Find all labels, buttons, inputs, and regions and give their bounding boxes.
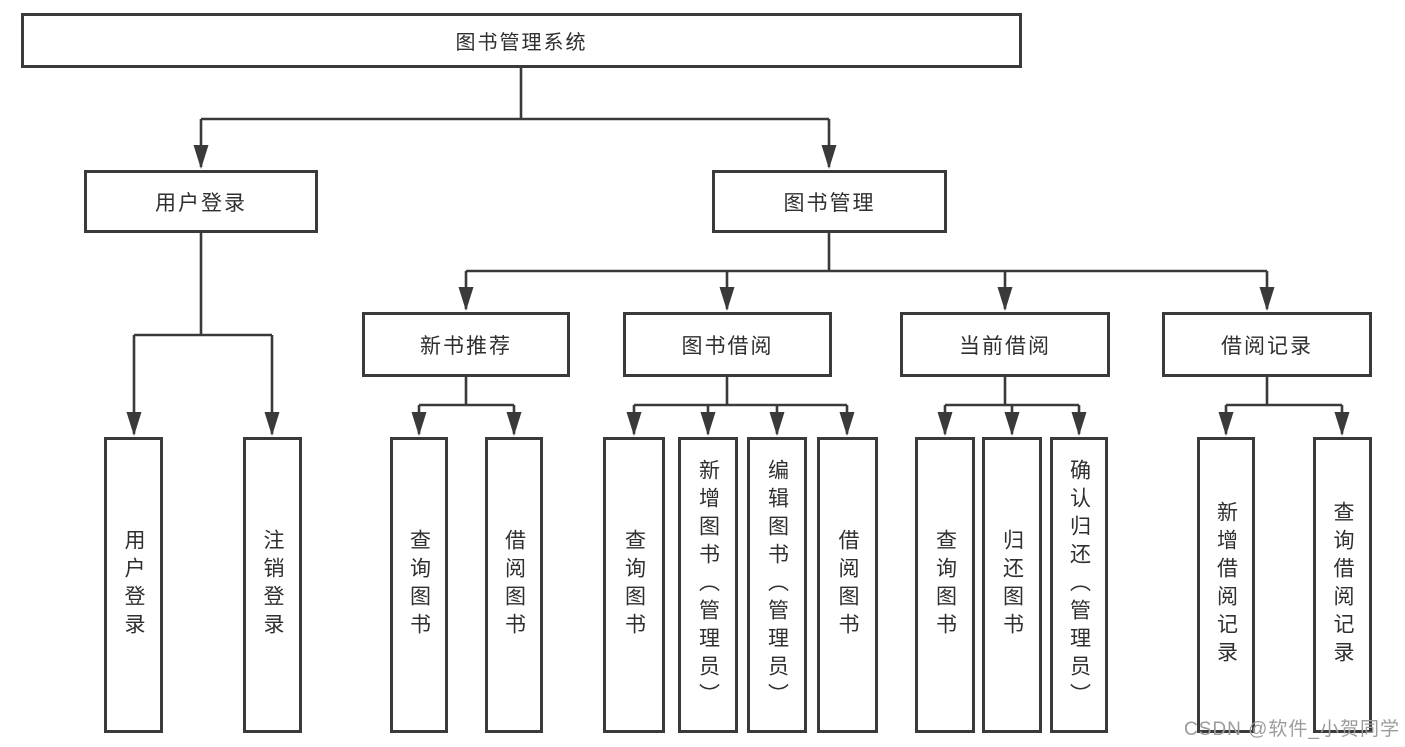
leaf-confirm-return-admin-label: 确认归还（管理员） (1067, 459, 1091, 711)
node-user-login-label: 用户登录 (155, 191, 247, 215)
leaf-recommend-query-book: 查询图书 (390, 437, 448, 733)
leaf-add-borrow-record-label: 新增借阅记录 (1214, 501, 1238, 669)
node-current-borrow: 当前借阅 (900, 312, 1110, 377)
leaf-logout: 注销登录 (243, 437, 302, 733)
leaf-add-borrow-record: 新增借阅记录 (1197, 437, 1255, 733)
node-current-borrow-label: 当前借阅 (959, 334, 1051, 358)
leaf-current-query-book: 查询图书 (915, 437, 975, 733)
node-new-book-recommend-label: 新书推荐 (420, 334, 512, 358)
leaf-recommend-borrow-book-label: 借阅图书 (502, 529, 526, 641)
leaf-user-login: 用户登录 (104, 437, 163, 733)
leaf-edit-book-admin: 编辑图书（管理员） (747, 437, 807, 733)
leaf-query-borrow-record-label: 查询借阅记录 (1331, 501, 1354, 669)
leaf-return-book: 归还图书 (982, 437, 1042, 733)
leaf-recommend-borrow-book: 借阅图书 (485, 437, 543, 733)
leaf-borrow-book-label: 借阅图书 (836, 529, 859, 641)
node-system-root-label: 图书管理系统 (455, 32, 588, 54)
leaf-add-book-admin: 新增图书（管理员） (678, 437, 738, 733)
node-book-management-label: 图书管理 (783, 191, 876, 215)
leaf-borrow-book: 借阅图书 (817, 437, 878, 733)
node-user-login: 用户登录 (84, 170, 318, 233)
node-book-borrow: 图书借阅 (623, 312, 832, 377)
leaf-return-book-label: 归还图书 (1000, 529, 1024, 641)
leaf-add-book-admin-label: 新增图书（管理员） (696, 459, 720, 711)
leaf-edit-book-admin-label: 编辑图书（管理员） (765, 459, 789, 711)
leaf-query-borrow-record: 查询借阅记录 (1313, 437, 1372, 733)
leaf-current-query-book-label: 查询图书 (933, 529, 957, 641)
connector-paths (126, 68, 1350, 436)
leaf-recommend-query-book-label: 查询图书 (407, 529, 431, 641)
leaf-confirm-return-admin: 确认归还（管理员） (1050, 437, 1108, 733)
node-system-root: 图书管理系统 (21, 13, 1022, 68)
leaf-logout-label: 注销登录 (261, 529, 284, 641)
leaf-user-login-label: 用户登录 (122, 529, 145, 641)
node-borrow-records-label: 借阅记录 (1221, 334, 1313, 358)
node-book-borrow-label: 图书借阅 (681, 334, 774, 358)
csdn-watermark: CSDN @软件_小贺同学 (1184, 719, 1400, 740)
node-book-management: 图书管理 (712, 170, 947, 233)
node-borrow-records: 借阅记录 (1162, 312, 1372, 377)
leaf-borrow-query-book: 查询图书 (603, 437, 665, 733)
node-new-book-recommend: 新书推荐 (362, 312, 570, 377)
leaf-borrow-query-book-label: 查询图书 (622, 529, 646, 641)
